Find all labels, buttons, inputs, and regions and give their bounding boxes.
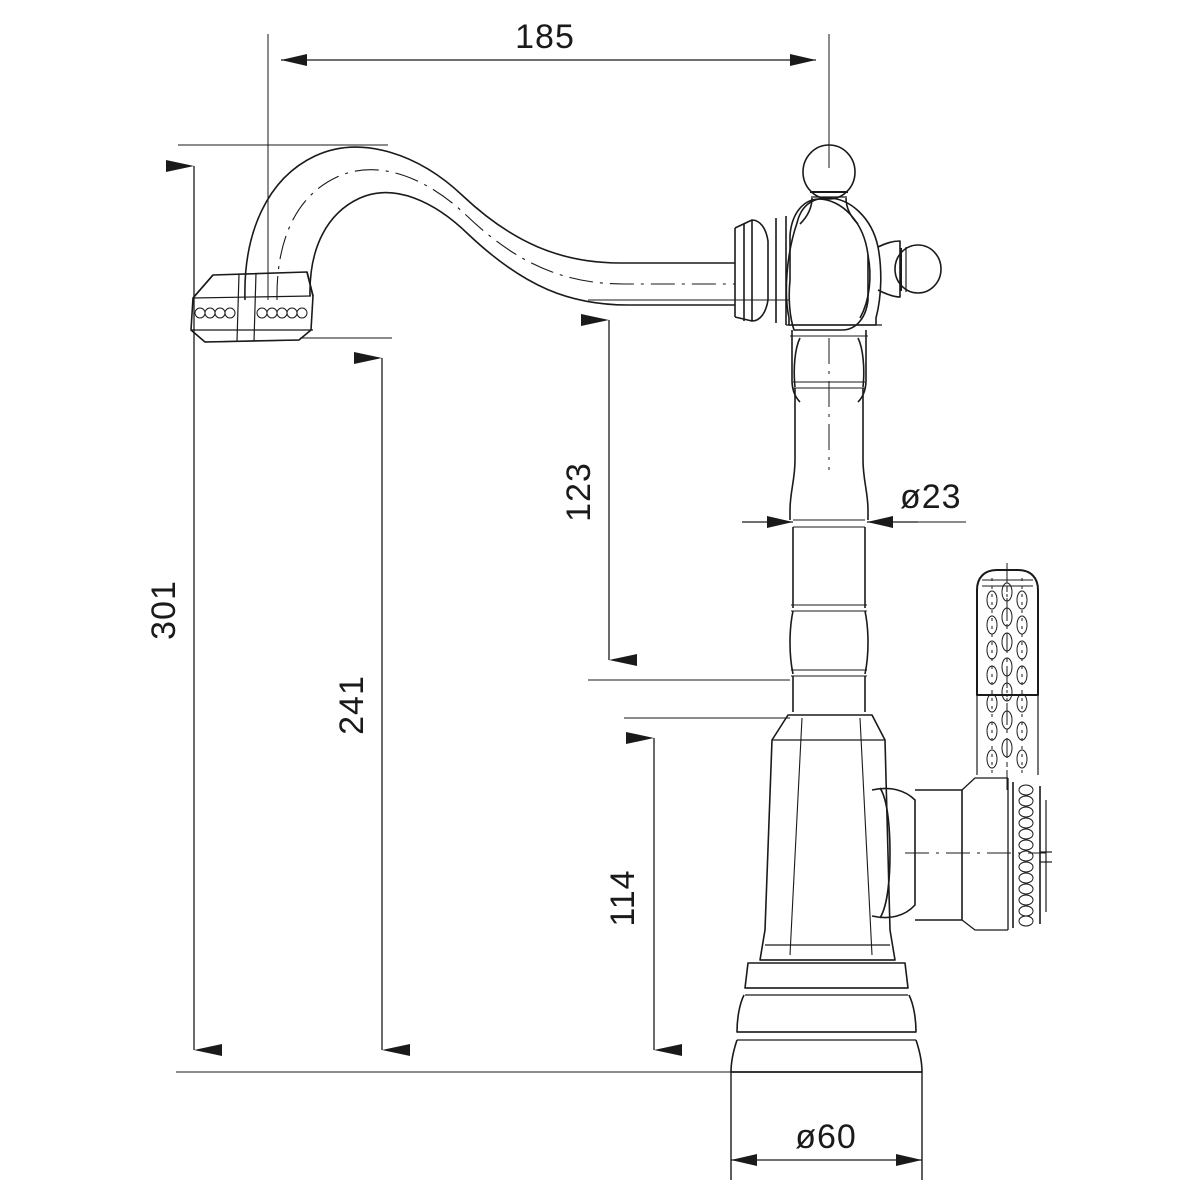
handle-hub-cylinder [871,777,1052,931]
dim-label-114: 114 [604,869,642,926]
upper-body-bulb-right [859,254,871,319]
side-decorative-knob [877,240,942,298]
dim-label-185: 185 [515,18,575,56]
dim-label-phi60: ø60 [795,1118,857,1156]
vertical-lever-handle [976,563,1039,790]
handle-cap-knurl [1018,784,1034,927]
dim-label-phi23: ø23 [900,478,962,516]
aerator-outlet [190,271,314,343]
dim-label-301: 301 [145,580,183,640]
dimension-text-group: 185 301 241 123 114 ø23 ø60 [145,18,962,1156]
dim-label-241: 241 [333,675,371,735]
turned-column [789,330,869,712]
spout-outer-top [244,146,735,301]
spout-inner-bottom [309,191,735,306]
faucet-outline-group [190,144,1052,1180]
dim-label-123: 123 [560,462,598,522]
dimension-lines-group [166,34,966,1166]
tapered-lower-body [759,714,896,961]
upper-body-bulb [788,198,869,331]
spout-centreline [276,169,735,301]
spout-collar [734,216,787,325]
